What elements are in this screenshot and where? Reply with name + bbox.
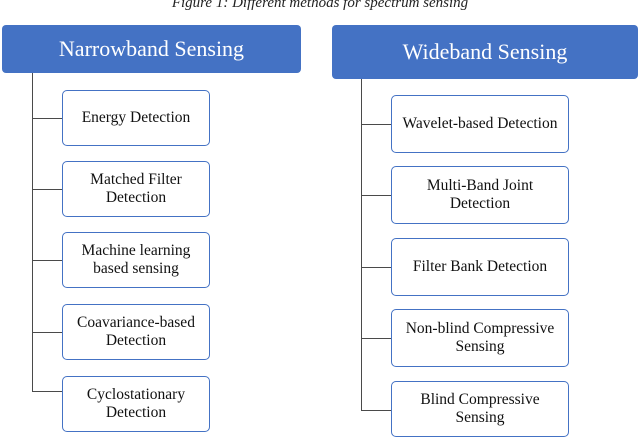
narrowband-header: Narrowband Sensing xyxy=(2,25,301,73)
figure-caption: Figure 1: Different methods for spectrum… xyxy=(171,0,469,11)
wideband-connector-branch xyxy=(361,267,391,268)
narrowband-connector-branch xyxy=(32,332,62,333)
wideband-connector-branch xyxy=(361,124,391,125)
narrowband-connector-branch xyxy=(32,118,62,119)
narrowband-item-matched-filter: Matched Filter Detection xyxy=(62,161,210,217)
narrowband-connector-branch xyxy=(32,189,62,190)
wideband-connector-branch xyxy=(361,410,391,411)
wideband-item-nonblind-compressive: Non-blind Compressive Sensing xyxy=(391,309,569,367)
wideband-item-multiband-joint: Multi-Band Joint Detection xyxy=(391,166,569,224)
narrowband-connector-trunk xyxy=(32,73,33,391)
wideband-connector-branch xyxy=(361,338,391,339)
wideband-connector-branch xyxy=(361,195,391,196)
wideband-item-blind-compressive: Blind Compressive Sensing xyxy=(391,381,569,437)
wideband-header: Wideband Sensing xyxy=(332,25,638,79)
narrowband-item-cyclostationary: Cyclostationary Detection xyxy=(62,376,210,432)
narrowband-item-machine-learning: Machine learning based sensing xyxy=(62,232,210,288)
narrowband-item-energy-detection: Energy Detection xyxy=(62,90,210,146)
wideband-item-wavelet: Wavelet-based Detection xyxy=(391,95,569,153)
wideband-connector-trunk xyxy=(361,79,362,410)
narrowband-connector-branch xyxy=(32,260,62,261)
wideband-item-filter-bank: Filter Bank Detection xyxy=(391,238,569,296)
narrowband-item-covariance: Coavariance-based Detection xyxy=(62,304,210,360)
narrowband-connector-branch xyxy=(32,391,62,392)
